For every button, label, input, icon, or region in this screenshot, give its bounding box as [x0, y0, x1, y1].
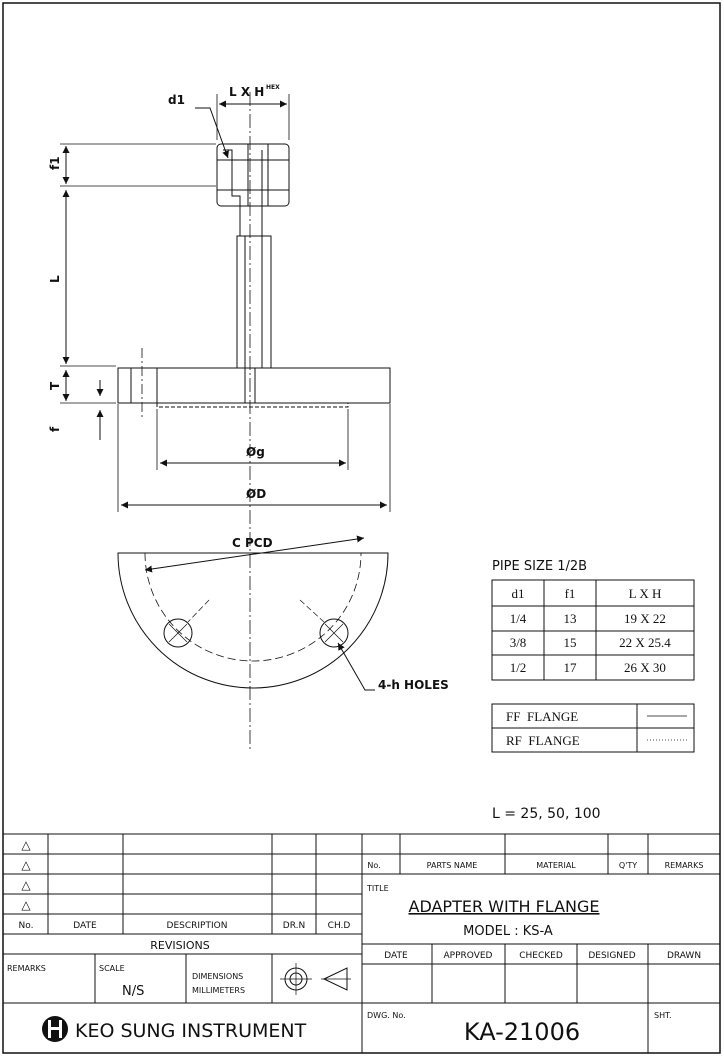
flange-half-outline [117, 552, 389, 689]
title-label: TITLE [366, 884, 389, 893]
parts-header-no: No. [367, 861, 380, 870]
hex-label: HEX [266, 84, 280, 91]
hex-nut [216, 143, 290, 207]
revision-mark: △ [21, 858, 31, 872]
table-header: d1 [512, 586, 525, 601]
rev-header-no: No. [19, 921, 34, 931]
remarks-label: REMARKS [7, 964, 46, 973]
units-label: MILLIMETERS [192, 986, 245, 995]
flange-body [117, 367, 391, 404]
dwg-no: KA-21006 [464, 1018, 580, 1046]
table-cell: 15 [564, 635, 577, 650]
size-table [491, 579, 695, 681]
approval-approved: APPROVED [444, 951, 493, 961]
table-cell: 3/8 [510, 635, 527, 650]
f1-label: f1 [48, 156, 62, 170]
pipe-stem [236, 235, 272, 369]
table-cell: 19 X 22 [624, 611, 666, 626]
pcd-circle [144, 552, 362, 662]
bolt-hole-left [163, 618, 193, 648]
approval-designed: DESIGNED [588, 951, 635, 961]
table-cell: 22 X 25.4 [619, 635, 671, 650]
f-label: f [48, 426, 62, 432]
table-cell: 26 X 30 [624, 660, 666, 675]
revisions-label: REVISIONS [150, 939, 209, 952]
rf-flange-label: RF FLANGE [506, 733, 580, 748]
phi-d-label: ØD [246, 487, 266, 501]
approval-date: DATE [384, 951, 408, 961]
approval-checked: CHECKED [519, 951, 563, 961]
table-cell: 13 [564, 611, 577, 626]
parts-header-name: PARTS NAME [427, 861, 478, 870]
rev-header-date: DATE [73, 921, 97, 931]
scale-value: N/S [122, 984, 144, 999]
revision-mark: △ [21, 878, 31, 892]
lxh-label: L X H [229, 85, 264, 99]
sht-label: SHT. [654, 1011, 672, 1020]
phi-g-label: Øg [246, 445, 265, 459]
parts-header-remarks: REMARKS [665, 861, 704, 870]
dimensions-label: DIMENSIONS [192, 972, 243, 981]
d1-label: d1 [168, 93, 185, 107]
l-label: L [48, 275, 62, 283]
revision-mark: △ [21, 838, 31, 852]
title-block [2, 833, 721, 1054]
flange-legend [491, 703, 695, 753]
table-cell: 1/2 [510, 660, 527, 675]
scale-label: SCALE [99, 964, 125, 973]
holes-label: 4-h HOLES [378, 678, 449, 692]
bolt-hole-right [319, 618, 349, 648]
parts-header-qty: Q'TY [619, 861, 637, 870]
rev-header-chd: CH.D [328, 921, 351, 931]
table-header: L X H [629, 586, 662, 601]
rev-header-drn: DR.N [283, 921, 305, 931]
pipe-size-title: PIPE SIZE 1/2B [492, 559, 587, 574]
t-label: T [48, 381, 62, 390]
drawing-title: ADAPTER WITH FLANGE [409, 897, 600, 916]
table-cell: 17 [564, 660, 578, 675]
table-cell: 1/4 [510, 611, 527, 626]
revision-mark: △ [21, 898, 31, 912]
raised-face [156, 403, 349, 408]
approval-drawn: DRAWN [667, 951, 701, 961]
company-name: KEO SUNG INSTRUMENT [75, 1020, 307, 1042]
table-header: f1 [565, 586, 576, 601]
ff-flange-label: FF FLANGE [506, 709, 578, 724]
parts-header-material: MATERIAL [536, 861, 576, 870]
side-view [60, 92, 391, 750]
dwg-no-label: DWG. No. [367, 1011, 406, 1020]
model-label: MODEL : KS-A [463, 924, 553, 939]
length-note: L = 25, 50, 100 [492, 806, 601, 822]
company-logo [42, 1016, 68, 1042]
c-pcd-label: C PCD [232, 536, 273, 550]
half-plan-view [117, 535, 389, 691]
rev-header-description: DESCRIPTION [167, 921, 228, 931]
